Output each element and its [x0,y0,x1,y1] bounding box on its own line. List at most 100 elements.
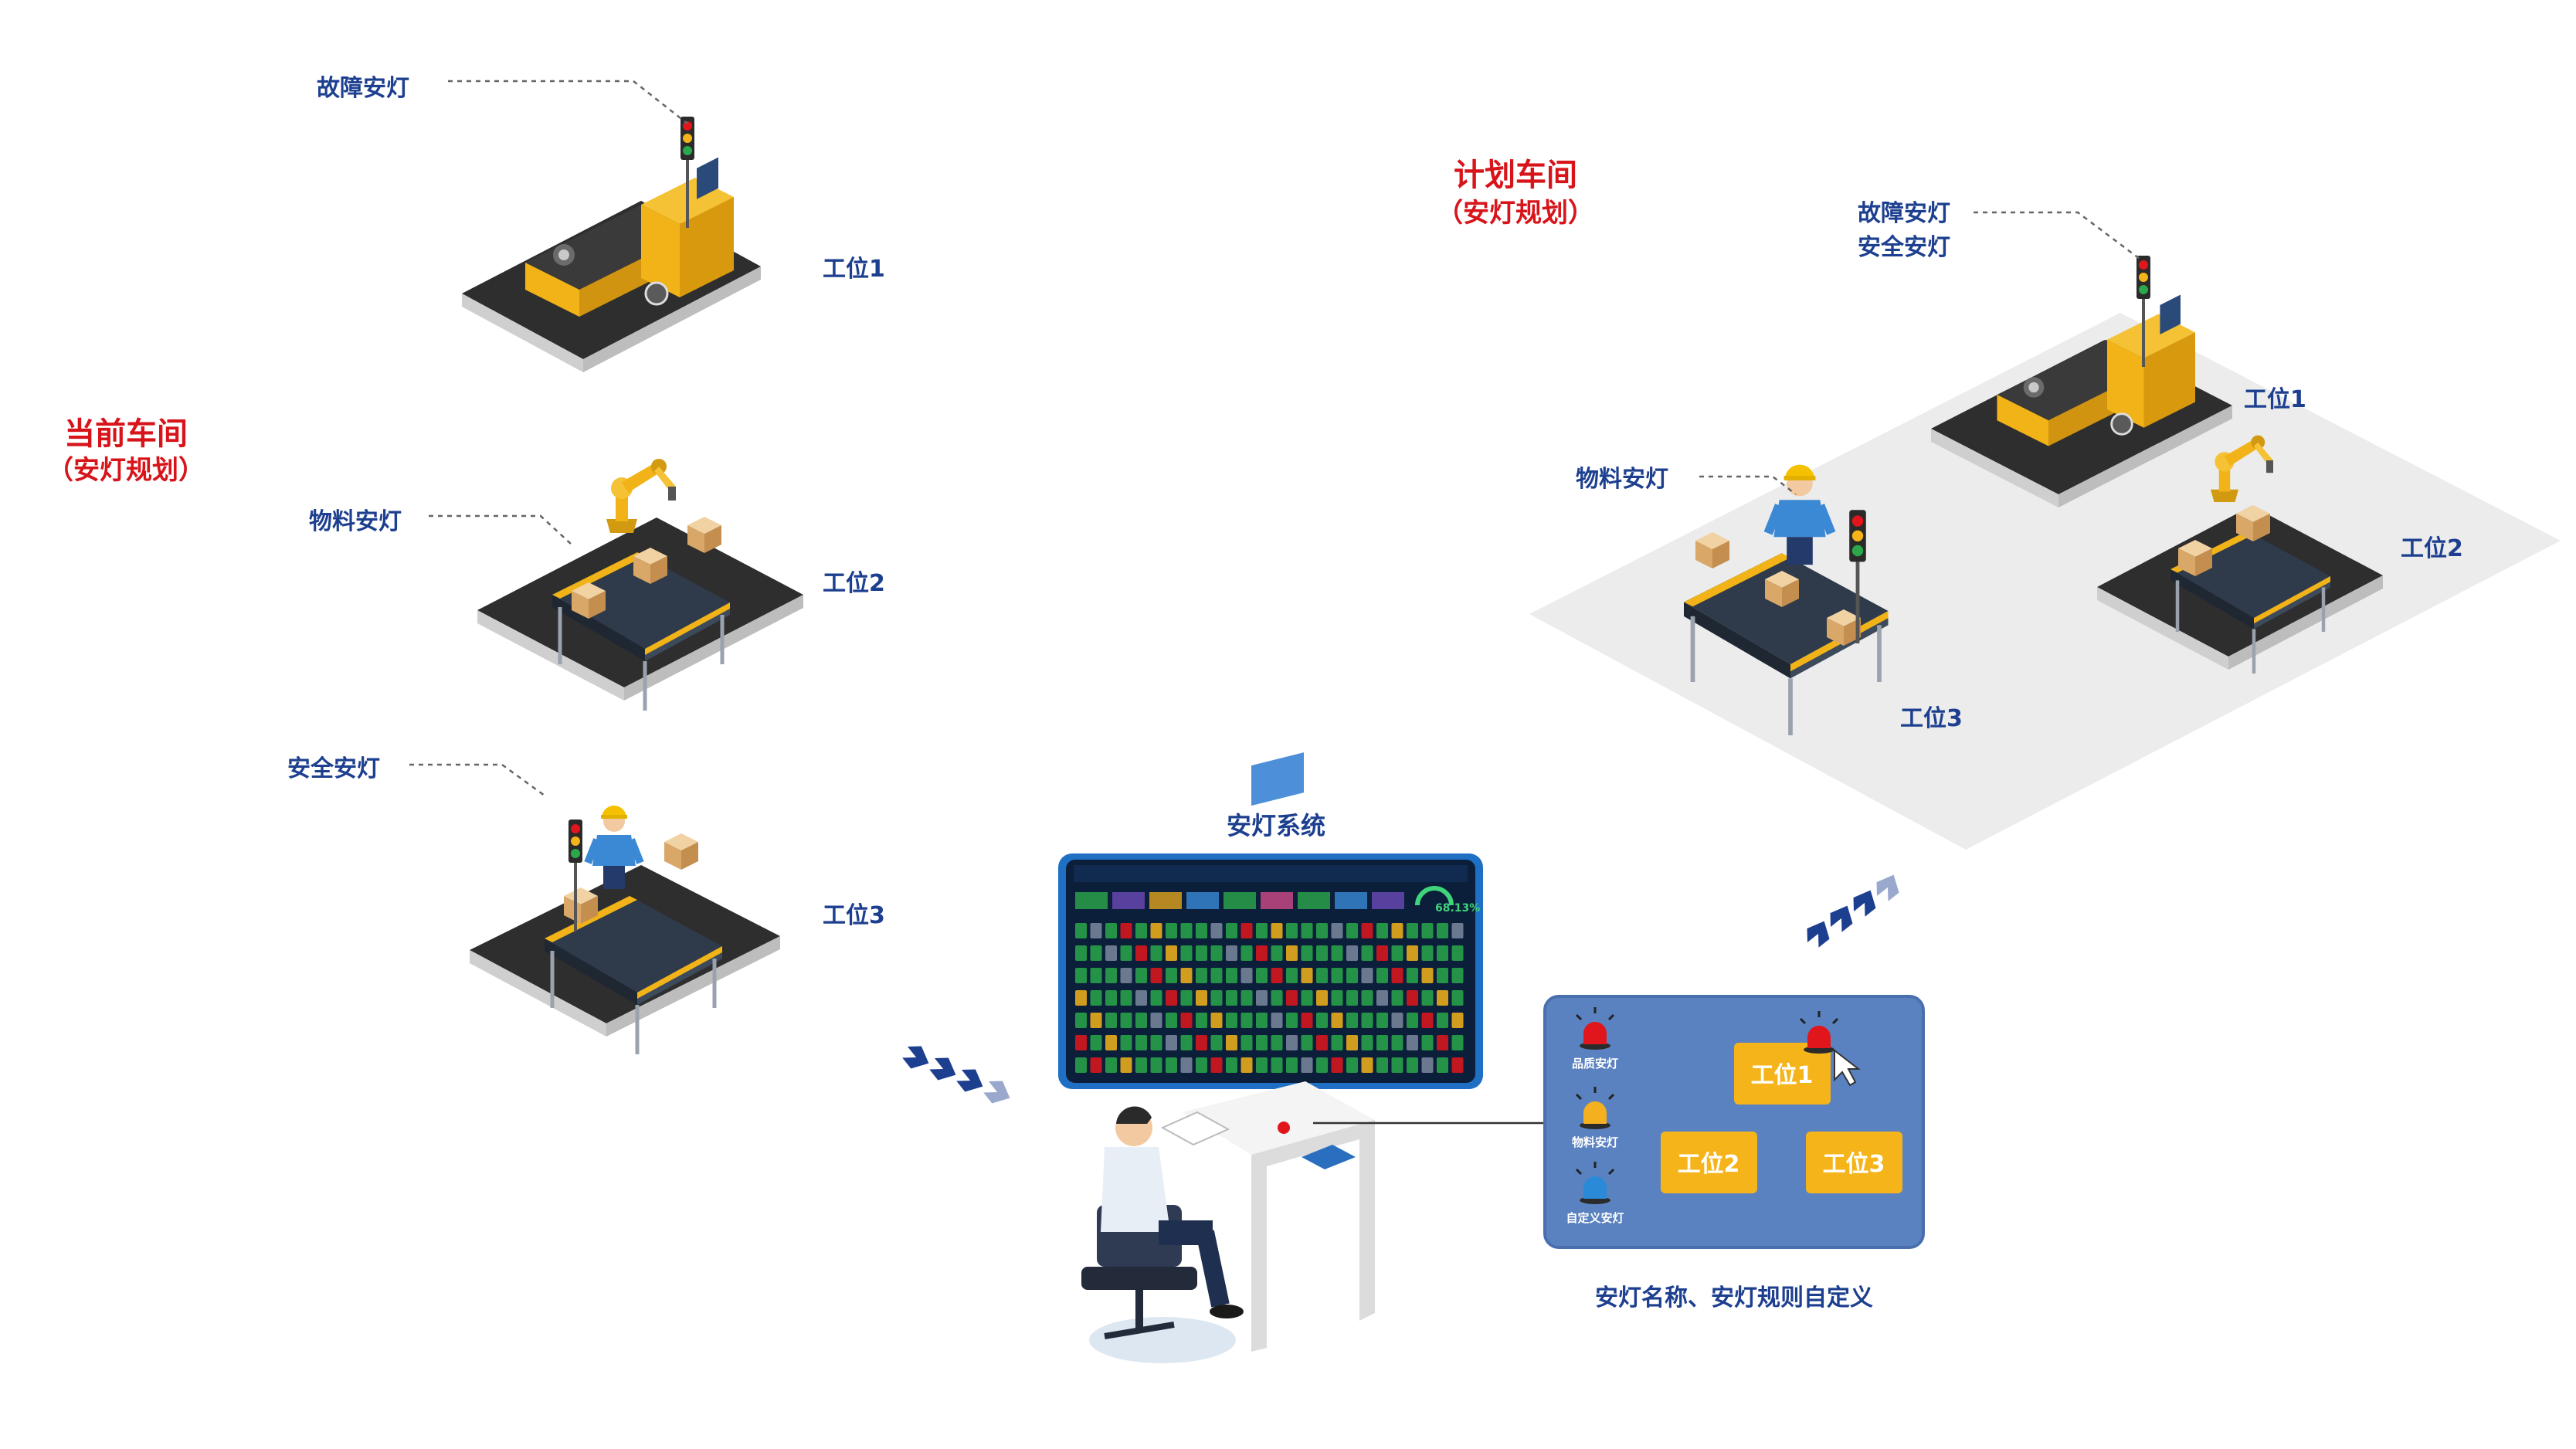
dashboard-tile [1105,1057,1117,1073]
dashboard-tile [1180,968,1193,983]
dashboard-tile [1286,923,1298,938]
dashboard-tile [1226,968,1237,983]
dashboard-tile [1090,1057,1102,1073]
dashboard-tile [1150,1013,1162,1028]
dashboard-tile [1226,1013,1237,1028]
current-workshop-title: 当前车间 [64,416,188,452]
dashboard-tile [1196,945,1207,961]
leader-line [409,763,545,797]
dashboard-tile [1407,923,1418,938]
dashboard-tile [1166,923,1177,938]
dashboard-tile [1150,1035,1162,1050]
dashboard-tile [1240,1057,1253,1073]
dashboard-tile [1301,945,1313,961]
dashboard-tile [1271,1013,1283,1028]
custom-andon-label: 自定义安灯 [1566,1211,1624,1225]
dashboard-tile [1437,990,1448,1006]
dashboard-tile [1391,968,1403,983]
dashboard-tile [1256,968,1268,983]
dashboard-tile [1391,990,1403,1006]
dashboard-tile [1180,990,1193,1006]
dashboard-tile [1210,990,1223,1006]
dashboard-tile [1301,1035,1313,1050]
dashboard-tile [1196,968,1207,983]
dashboard-tile [1180,1057,1193,1073]
current-andon-label-2: 物料安灯 [309,508,402,535]
quality-alarm-icon [1799,1011,1839,1054]
dashboard-tile [1105,990,1117,1006]
dashboard-tile [1316,945,1328,961]
dashboard-tile [1150,968,1162,983]
dashboard-tile [1271,923,1283,938]
gauge-value: 68.13% [1435,902,1480,915]
current-station-label-1: 工位1 [823,256,885,283]
dashboard-tile [1090,945,1102,961]
dashboard-tile [1226,923,1237,938]
dashboard-tile [1346,990,1358,1006]
dashboard-tile [1075,1057,1087,1073]
operator-body [1101,1147,1170,1232]
dashboard-tile [1196,1035,1207,1050]
dashboard-tile [1135,1013,1147,1028]
dashboard-tile [1075,1013,1087,1028]
planned-station-label-3: 工位3 [1900,705,1963,732]
dashboard-tile [1180,923,1193,938]
config-station-1[interactable] [1734,1043,1831,1105]
dashboard-tile [1271,990,1283,1006]
andon-config-panel: 品质安灯 物料安灯 自定义安灯 工位1 工位2 工位3 [1543,995,1925,1249]
dashboard-tile [1256,990,1268,1006]
dashboard-tile [1226,1057,1237,1073]
config-caption: 安灯名称、安灯规则自定义 [1595,1284,1873,1312]
config-station-2[interactable] [1661,1132,1757,1193]
dashboard-tile [1256,923,1268,938]
dashboard-tile [1451,968,1464,983]
dashboard-tile [1376,945,1388,961]
dashboard-tile [1226,945,1237,961]
dashboard-tile [1075,923,1087,938]
dashboard-tile [1391,1013,1403,1028]
dashboard-tile [1240,945,1253,961]
robot-arm-icon [606,459,676,533]
dashboard-tile [1196,1013,1207,1028]
dashboard-tile [1105,1035,1117,1050]
dashboard-tile [1437,923,1448,938]
dashboard-tile [1166,990,1177,1006]
dashboard-tile [1210,923,1223,938]
dashboard-tile [1316,1057,1328,1073]
dashboard-tile [1407,1035,1418,1050]
dashboard-tile [1437,1035,1448,1050]
dashboard-tile [1286,990,1298,1006]
dashboard-tile [1361,945,1373,961]
dashboard-tile [1120,1035,1132,1050]
config-station-label-3: 工位3 [1823,1151,1885,1178]
dashboard-tile [1166,945,1177,961]
dashboard-tile [1180,945,1193,961]
dashboard-header-tile [1298,892,1330,909]
dashboard-tile [1331,923,1343,938]
dashboard-tile [1451,1013,1464,1028]
dashboard-tile [1437,1013,1448,1028]
dashboard-tile [1210,1035,1223,1050]
dashboard-tile [1391,1035,1403,1050]
dashboard-tile [1105,1013,1117,1028]
config-station-3[interactable] [1806,1132,1902,1193]
dashboard-header-tile [1186,892,1219,909]
dashboard-tile [1376,923,1388,938]
dashboard-tile [1376,1013,1388,1028]
dashboard-tile [1451,990,1464,1006]
dashboard-tile [1346,923,1358,938]
alert-dot [1278,1122,1290,1134]
dashboard-tile [1271,945,1283,961]
custom-andon-icon [1575,1162,1615,1204]
dashboard-tile [1256,945,1268,961]
config-station-label-2: 工位2 [1678,1151,1740,1178]
dashboard-tile [1150,923,1162,938]
box-icon [664,833,698,870]
dashboard-tile [1286,945,1298,961]
planned-station-3: 物料安灯 工位3 [1576,465,1963,735]
dashboard-tile [1196,990,1207,1006]
dashboard-tile [1286,968,1298,983]
dashboard-tile [1075,968,1087,983]
dashboard-tile [1075,990,1087,1006]
dashboard-tile [1240,968,1253,983]
